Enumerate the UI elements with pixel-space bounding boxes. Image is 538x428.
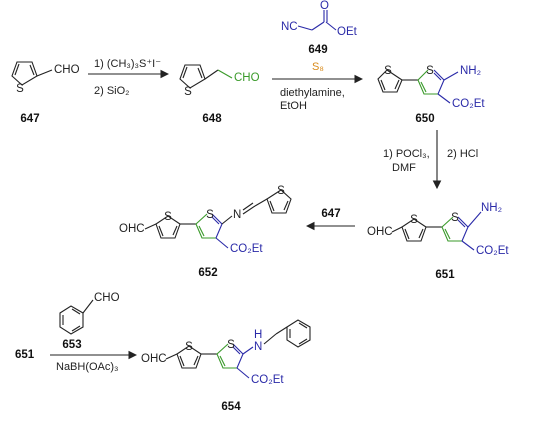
step1-reagent-1: 1) (CH₃)₃S⁺I⁻: [94, 58, 161, 70]
s-atom-label-2: S: [451, 212, 459, 224]
step2-base: diethylamine,: [280, 87, 345, 99]
step3-solvent: DMF: [392, 162, 416, 174]
s-atom-label-3: S: [277, 185, 285, 197]
compound-number-649: 649: [308, 44, 327, 56]
compound-number-651: 651: [435, 269, 455, 281]
compound-647: S CHO 647: [11, 61, 80, 125]
oet-label: OEt: [337, 26, 358, 38]
cho-label: CHO: [234, 72, 260, 84]
ohc-label: OHC: [141, 353, 167, 365]
compound-number-650: 650: [415, 113, 434, 125]
compound-652: OHC S S N S CO₂Et 652: [119, 185, 292, 279]
step5-reagent: NaBH(OAc)₃: [56, 361, 119, 373]
compound-number-648: 648: [202, 113, 222, 125]
s-atom-label-1: S: [164, 211, 172, 223]
ohc-label: OHC: [119, 223, 145, 235]
step2-solvent: EtOH: [280, 100, 307, 112]
co2et-label: CO₂Et: [251, 374, 284, 386]
s-atom-label-2: S: [426, 65, 434, 77]
co2et-label: CO₂Et: [230, 243, 263, 255]
step1-reagent-2: 2) SiO₂: [94, 85, 129, 97]
s-atom-label-2: S: [206, 209, 214, 221]
s-atom-label-1: S: [410, 214, 418, 226]
s-atom-label-1: S: [185, 341, 193, 353]
s-atom-label-2: S: [227, 339, 235, 351]
compound-number-653: 653: [62, 339, 81, 351]
compound-648: S CHO 648: [179, 64, 260, 125]
compound-number-654: 654: [221, 401, 241, 413]
nh2-label: NH₂: [460, 65, 481, 77]
imine-n-label: N: [233, 209, 241, 221]
cho-label: CHO: [94, 292, 120, 304]
compound-649: NC O OEt 649: [281, 0, 358, 56]
compound-651: OHC S S NH₂ CO₂Et 651: [367, 202, 509, 281]
s-atom-label: S: [184, 86, 192, 98]
compound-number-652: 652: [198, 267, 217, 279]
s-atom-label: S: [16, 83, 24, 95]
step4-reagent: 647: [321, 208, 340, 220]
s-atom-label-1: S: [384, 65, 392, 77]
ohc-label: OHC: [367, 226, 393, 238]
cho-label: CHO: [54, 64, 80, 76]
compound-653: CHO 653: [59, 292, 120, 351]
compound-650: S S NH₂ CO₂Et 650: [377, 65, 485, 125]
co2et-label: CO₂Et: [452, 98, 485, 110]
step5-start-compound: 651: [15, 349, 35, 361]
nh2-label: NH₂: [481, 202, 502, 214]
nc-label: NC: [281, 21, 298, 33]
co2et-label: CO₂Et: [476, 245, 509, 257]
nh-h-label: H: [254, 329, 262, 341]
amine-n-label: N: [254, 341, 262, 353]
compound-654: OHC S S H N CO₂Et 654: [141, 319, 311, 413]
compound-number-647: 647: [20, 113, 39, 125]
sulfur-s8-label: S₈: [312, 61, 324, 73]
step3-reagent-2: 2) HCl: [447, 148, 478, 160]
step3-reagent-1: 1) POCl₃,: [383, 148, 430, 160]
o-label: O: [320, 0, 329, 12]
